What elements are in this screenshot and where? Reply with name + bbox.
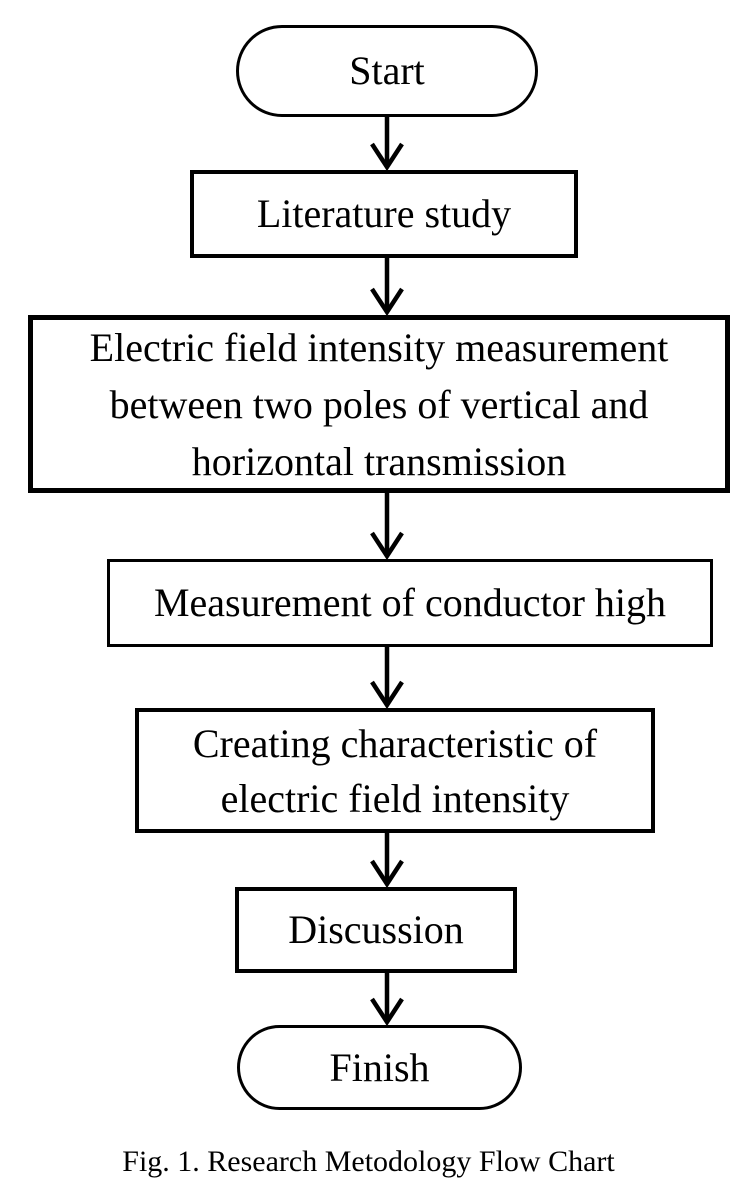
arrow-down-icon [370, 647, 404, 708]
flow-node-conductor-high-measurement: Measurement of conductor high [107, 559, 713, 647]
figure-caption: Fig. 1. Research Metodology Flow Chart [122, 1145, 615, 1178]
flow-node-start: Start [236, 25, 538, 117]
flow-node-start-label: Start [349, 48, 425, 93]
flow-node-literature-study-label: Literature study [256, 191, 512, 236]
arrow-down-icon [370, 258, 404, 315]
flow-node-literature-study: Literature study [190, 170, 578, 258]
flow-node-discussion-label: Discussion [288, 907, 464, 952]
arrow-down-icon [370, 117, 404, 170]
flow-node-finish: Finish [237, 1025, 522, 1110]
flow-node-electric-field-measurement: Electric field intensity measurement bet… [28, 315, 730, 493]
flow-node-conductor-high-measurement-label: Measurement of conductor high [153, 580, 667, 625]
arrow-down-icon [370, 973, 404, 1025]
arrow-down-icon [370, 493, 404, 559]
flow-node-creating-characteristic-label: Creating characteristic of electric fiel… [192, 720, 598, 821]
flow-node-creating-characteristic: Creating characteristic of electric fiel… [135, 708, 655, 833]
flow-node-finish-label: Finish [329, 1044, 430, 1090]
arrow-down-icon [370, 833, 404, 887]
flow-node-electric-field-measurement-label: Electric field intensity measurement bet… [89, 324, 669, 484]
flow-node-discussion: Discussion [235, 887, 517, 973]
